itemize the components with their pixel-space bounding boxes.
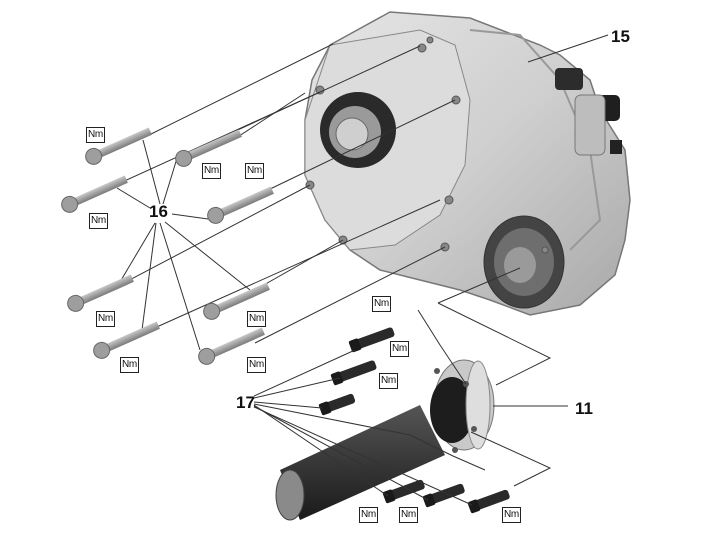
torque-box: Nm [247, 311, 266, 327]
callout-15: 15 [611, 27, 630, 46]
torque-box: Nm [86, 127, 105, 143]
torque-box: Nm [399, 507, 418, 523]
torque-box: Nm [372, 296, 391, 312]
callout-17: 17 [236, 393, 255, 412]
torque-box: Nm [247, 357, 266, 373]
transfer-case-housing [304, 11, 631, 316]
torque-box: Nm [89, 213, 108, 229]
callout-11: 11 [575, 399, 593, 418]
torque-box: Nm [502, 507, 521, 523]
housing-bolts-16 [61, 127, 274, 365]
torque-box: Nm [390, 341, 409, 357]
torque-box: Nm [359, 507, 378, 523]
torque-box: Nm [245, 163, 264, 179]
callout-16: 16 [149, 202, 168, 221]
torque-box: Nm [96, 311, 115, 327]
torque-box: Nm [120, 357, 139, 373]
torque-box: Nm [202, 163, 221, 179]
torque-box: Nm [379, 373, 398, 389]
